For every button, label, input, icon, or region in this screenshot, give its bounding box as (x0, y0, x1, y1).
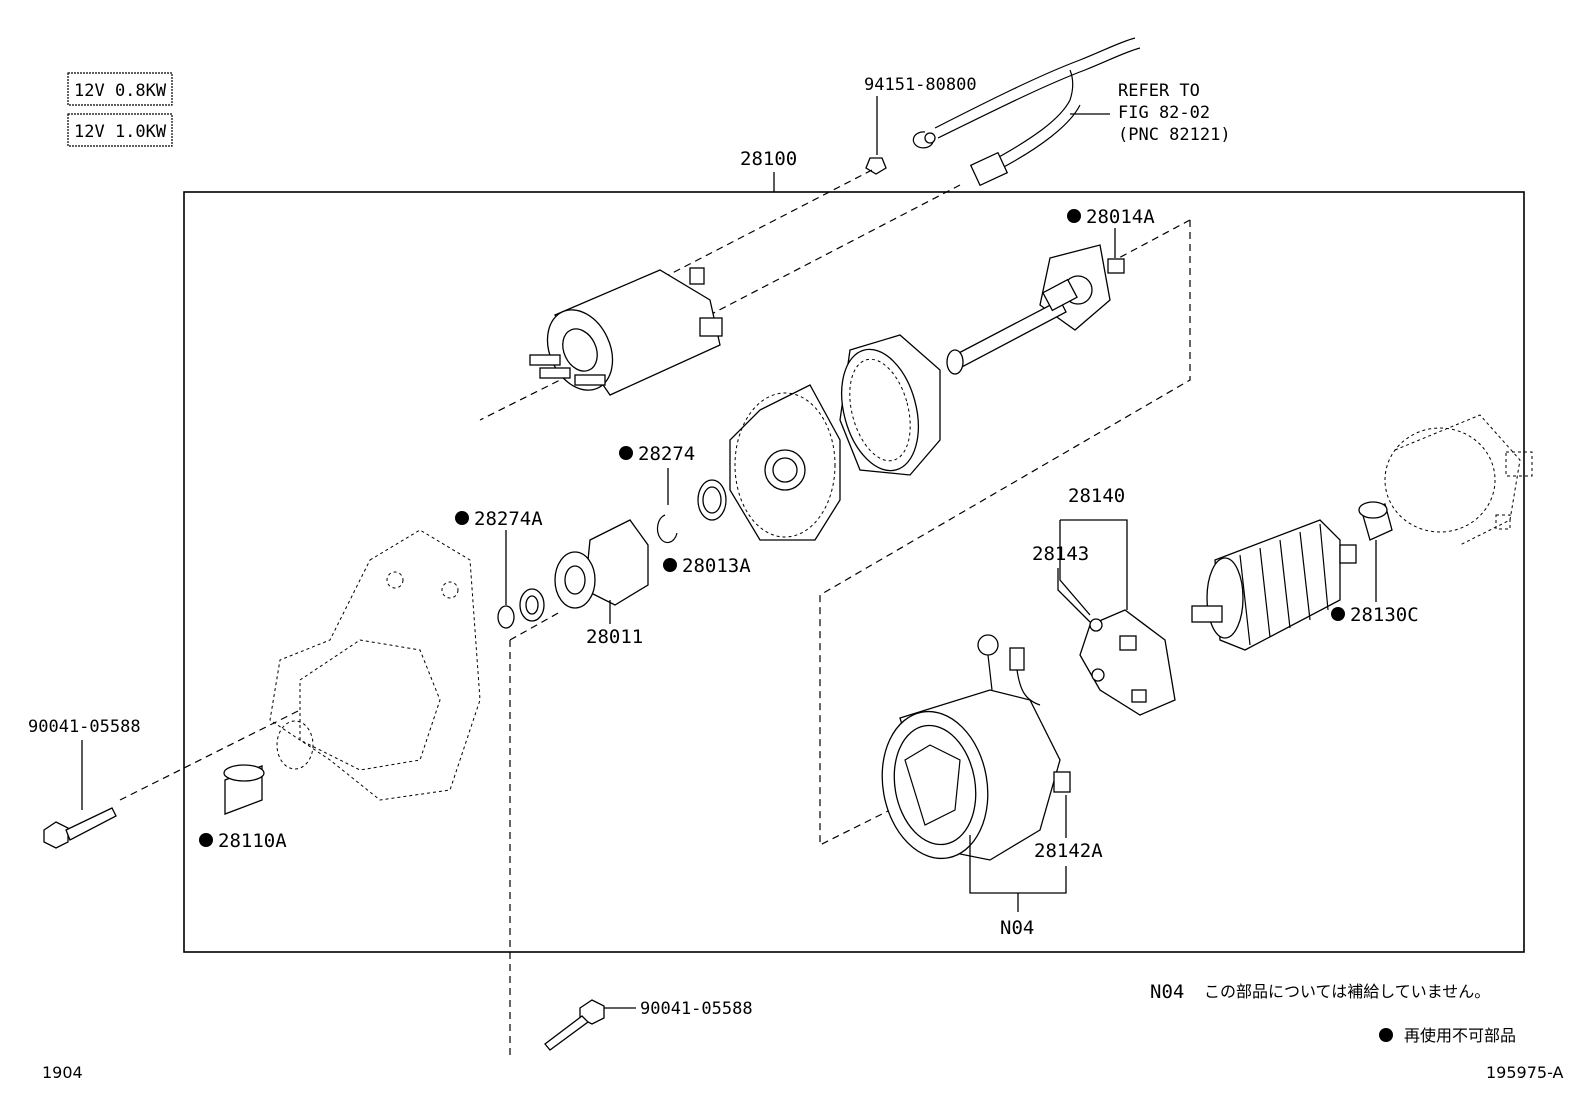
bushing-28110A (223, 764, 265, 815)
bearing-28130C (1358, 501, 1393, 541)
end-frame (1384, 414, 1533, 546)
assembly-frame (183, 191, 1525, 953)
note-dot-text: 再使用不可部品 (1404, 1026, 1516, 1045)
spec-box-1-0kw: 12V 1.0KW (67, 113, 173, 147)
note-n04-code: N04 (1150, 981, 1184, 1003)
label-refer-to-line1: REFER TO (1118, 81, 1200, 101)
bullet-28274A (455, 511, 469, 525)
bullet-28130C (1331, 607, 1345, 621)
brush-holder (1079, 609, 1176, 716)
bullet-28013A (663, 558, 677, 572)
label-refer-to-line3: (PNC 82121) (1118, 125, 1231, 145)
label-28130C: 28130C (1350, 604, 1419, 626)
bullet-28014A (1067, 209, 1081, 223)
bullet-28110A (199, 833, 213, 847)
label-N04: N04 (1000, 917, 1034, 939)
solenoid-switch (529, 267, 723, 396)
label-28142A: 28142A (1034, 840, 1103, 862)
field-yoke (881, 634, 1071, 861)
bolt-left (43, 807, 117, 849)
label-28013A: 28013A (682, 555, 751, 577)
note-dot-bullet (1379, 1028, 1393, 1042)
bearing-28013A (697, 479, 727, 521)
bolt-bottom (544, 999, 605, 1051)
snap-ring-28274 (656, 514, 678, 544)
footer-left: 1904 (42, 1063, 83, 1082)
label-refer-to-line2: FIG 82-02 (1118, 103, 1210, 123)
spec-box-1-0kw-text: 12V 1.0KW (74, 122, 167, 142)
armature (1191, 519, 1357, 651)
label-90041-05588-bottom: 90041-05588 (640, 999, 753, 1019)
footer-right: 195975-A (1486, 1063, 1564, 1082)
label-28110A: 28110A (218, 830, 287, 852)
bullet-28274 (619, 446, 633, 460)
label-90041-05588-left: 90041-05588 (28, 717, 141, 737)
note-n04-text: この部品については補給していません。 (1204, 982, 1490, 1001)
label-28274: 28274 (638, 443, 695, 465)
label-94151-80800: 94151-80800 (864, 75, 977, 95)
spec-box-0-8kw: 12V 0.8KW (67, 72, 173, 106)
planetary-shaft (946, 244, 1125, 375)
assembly-label-28100: 28100 (740, 148, 797, 170)
spec-box-0-8kw-text: 12V 0.8KW (74, 81, 167, 101)
drive-housing (269, 529, 481, 801)
wire-harness (865, 37, 1141, 187)
pinion-gear-28011 (554, 519, 649, 609)
label-28011: 28011 (586, 626, 643, 648)
label-28140: 28140 (1068, 485, 1125, 507)
center-housing (729, 384, 841, 541)
label-28143: 28143 (1032, 543, 1089, 565)
internal-gear (839, 334, 941, 476)
label-28274A: 28274A (474, 508, 543, 530)
label-28014A: 28014A (1086, 206, 1155, 228)
